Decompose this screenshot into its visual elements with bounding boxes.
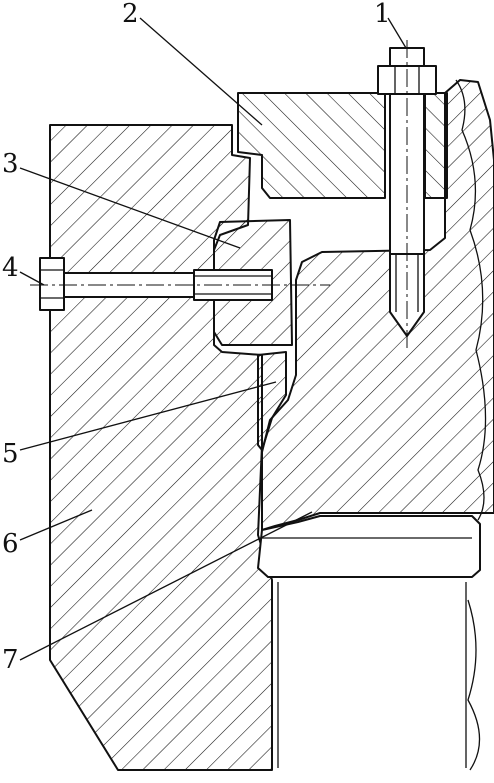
screw-1 [377,40,437,352]
part-2-bolt-recess [424,92,448,199]
callout-6: 6 [2,529,19,559]
callout-2: 2 [122,0,139,29]
callout-7: 7 [2,645,19,675]
break-line [455,79,487,771]
callout-4: 4 [2,253,19,283]
part-2-clamp-plate [237,92,386,199]
bore-outline [277,582,467,768]
callout-5: 5 [2,439,19,469]
callout-1: 1 [374,0,391,29]
callout-3: 3 [2,149,19,179]
screw-4 [30,257,330,311]
part-7-ring [257,515,481,578]
leader-lines [19,17,407,661]
part-5-sleeve [257,351,287,451]
